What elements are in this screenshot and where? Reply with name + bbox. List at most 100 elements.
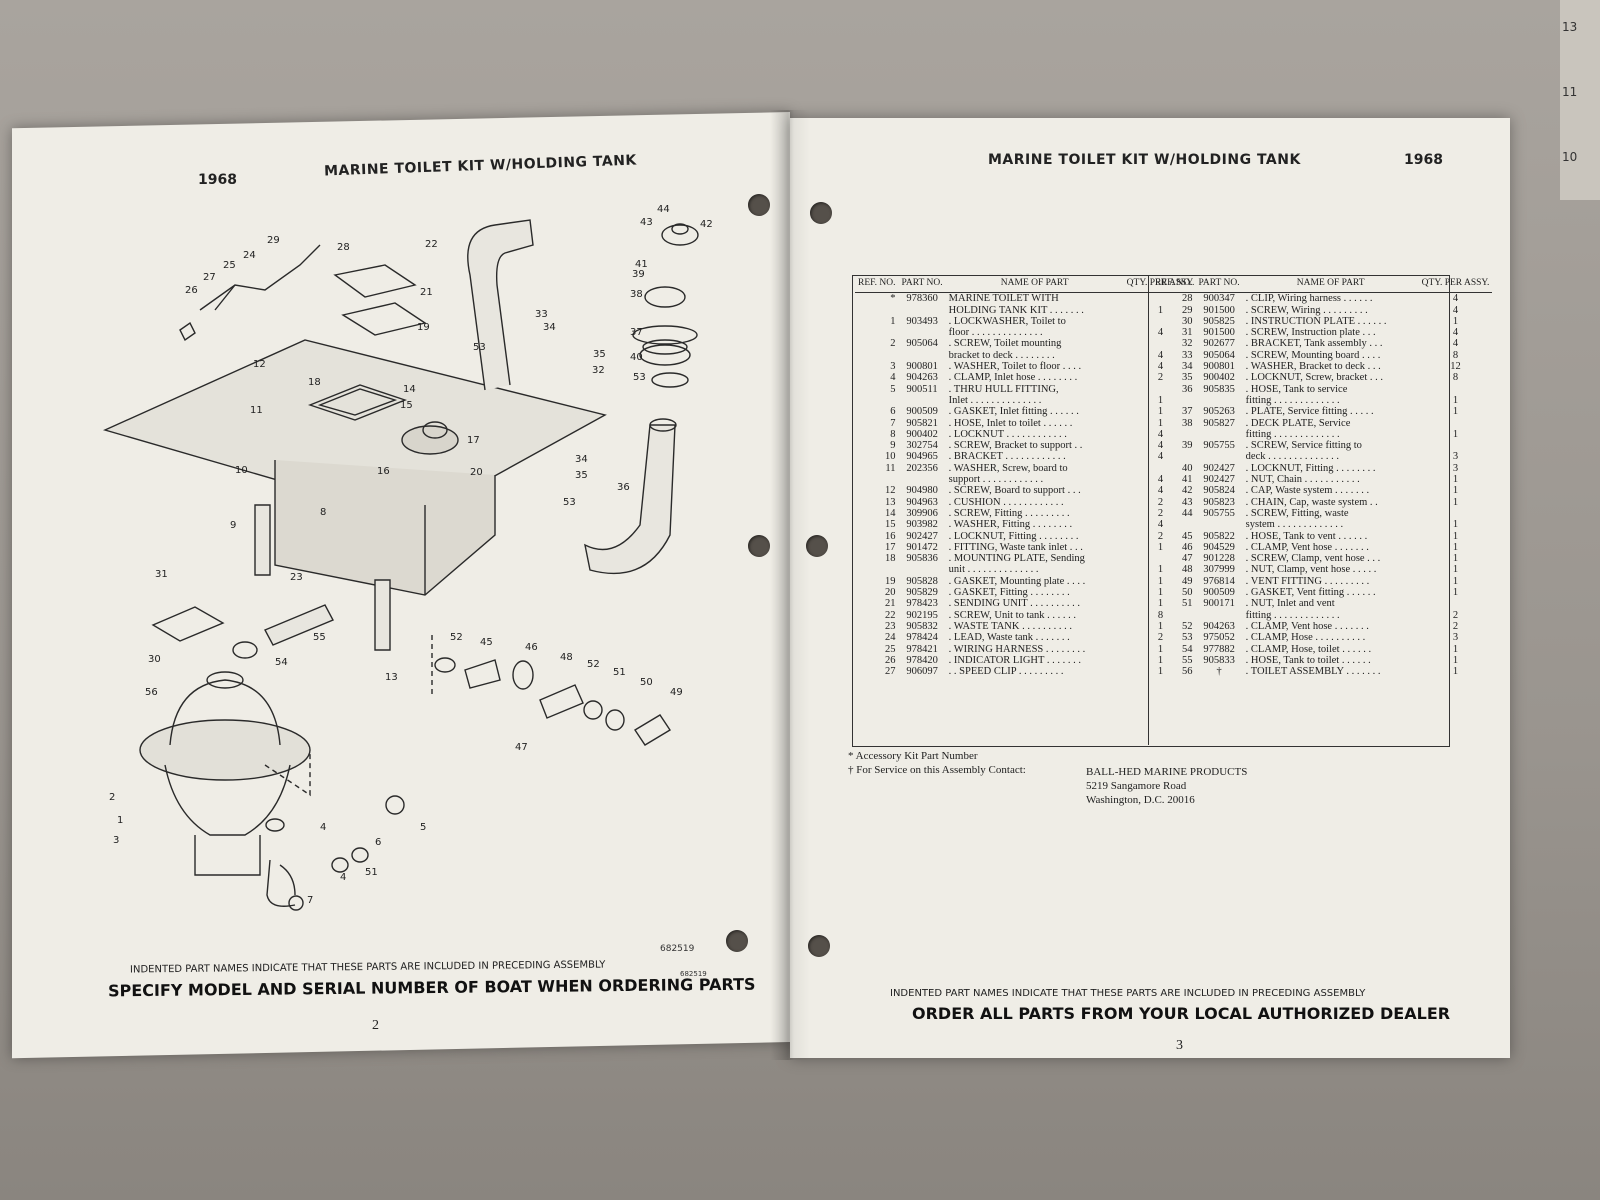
callout: 29 xyxy=(267,235,280,246)
wiring-harness xyxy=(199,244,321,311)
qty-cell: 2 xyxy=(1452,620,1459,632)
left-page-number: 2 xyxy=(372,1018,379,1033)
callout: 8 xyxy=(320,507,326,518)
part-name-cell: unit . . . . . . . . . . . . . . xyxy=(948,564,1039,576)
callout: 7 xyxy=(307,895,313,906)
part-name-cell: . SENDING UNIT . . . . . . . . . . xyxy=(948,598,1080,610)
callout: 25 xyxy=(223,260,236,271)
callout: 34 xyxy=(543,322,556,333)
ref-cell: 50 xyxy=(1182,587,1193,599)
callout: 51 xyxy=(365,867,378,878)
part-no-cell xyxy=(1196,519,1243,530)
part-no-cell: 901472 xyxy=(906,541,938,553)
qty-cell: 12 xyxy=(1450,361,1461,373)
qty-cell: 1 xyxy=(1452,553,1459,565)
header-qty: QTY. PER ASSY. xyxy=(1418,278,1493,294)
part-name-cell: . WASHER, Bracket to deck . . . xyxy=(1245,361,1381,373)
qty-cell: 1 xyxy=(1452,575,1459,587)
qty-cell: 4 xyxy=(1157,327,1164,339)
ref-cell xyxy=(855,305,899,316)
callout: 35 xyxy=(575,470,588,481)
vent-hose xyxy=(464,659,501,689)
figure-code: 682519 xyxy=(680,970,707,978)
part-no-cell xyxy=(1196,395,1243,406)
callout: 2 xyxy=(109,792,115,803)
part-no-cell: 905755 xyxy=(1203,507,1235,519)
part-no-cell: 905064 xyxy=(1203,349,1235,361)
right-year: 1968 xyxy=(1404,152,1443,168)
part-no-cell: 901228 xyxy=(1203,553,1235,565)
part-no-cell: 905263 xyxy=(1203,406,1235,418)
qty-cell: 3 xyxy=(1452,632,1459,644)
ref-cell: 56 xyxy=(1182,666,1193,678)
table-row: HOLDING TANK KIT . . . . . . .1 xyxy=(855,305,1197,316)
ref-cell: 55 xyxy=(1182,654,1193,666)
callout: 36 xyxy=(617,482,630,493)
callout: 35 xyxy=(593,349,606,360)
table-row: support . . . . . . . . . . . .4 xyxy=(855,474,1197,485)
ref-cell: 28 xyxy=(1182,293,1193,305)
tank-vent-hose xyxy=(467,219,534,391)
part-name-cell: floor . . . . . . . . . . . . . . xyxy=(948,327,1043,339)
part-name-cell: . SCREW, Instruction plate . . . xyxy=(1245,327,1376,339)
binder-hole xyxy=(806,535,828,557)
part-name-cell: fitting . . . . . . . . . . . . . xyxy=(1245,609,1340,621)
right-page-number: 3 xyxy=(1176,1038,1183,1053)
qty-cell: 1 xyxy=(1157,417,1164,429)
ref-cell: 52 xyxy=(1182,620,1193,632)
ref-cell: 48 xyxy=(1182,564,1193,576)
ref-cell: 49 xyxy=(1182,575,1193,587)
qty-cell: 1 xyxy=(1157,394,1164,406)
table-row: fitting . . . . . . . . . . . . .1 xyxy=(1152,395,1492,406)
callout: 4 xyxy=(320,822,326,833)
ref-cell: 31 xyxy=(1182,327,1193,339)
ref-cell: 54 xyxy=(1182,643,1193,655)
qty-cell: 4 xyxy=(1157,361,1164,373)
qty-cell: 1 xyxy=(1157,564,1164,576)
part-name-cell: . DECK PLATE, Service xyxy=(1245,417,1351,429)
part-name-cell: MARINE TOILET WITH xyxy=(948,293,1059,305)
part-no-cell: 900509 xyxy=(1203,587,1235,599)
binder-hole xyxy=(748,194,770,216)
part-name-cell: . CLAMP, Vent hose . . . . . . . xyxy=(1245,620,1369,632)
part-no-cell: 905823 xyxy=(1203,496,1235,508)
figure-code: 682519 xyxy=(660,944,695,954)
qty-cell: 1 xyxy=(1157,575,1164,587)
part-name-cell: . LOCKNUT . . . . . . . . . . . . xyxy=(948,428,1067,440)
part-no-cell: 307999 xyxy=(1203,564,1235,576)
part-name-cell: . NUT, Clamp, vent hose . . . . . xyxy=(1245,564,1377,576)
qty-cell: 4 xyxy=(1157,474,1164,486)
part-no-cell: 906097 xyxy=(906,666,938,678)
footnote-service: † For Service on this Assembly Contact: xyxy=(848,764,1026,776)
part-name-cell: . SCREW, Unit to tank . . . . . . xyxy=(948,609,1077,621)
ref-cell: 53 xyxy=(1182,632,1193,644)
ref-cell xyxy=(855,350,899,361)
table-row: 56†. TOILET ASSEMBLY . . . . . . .1 xyxy=(1152,666,1492,677)
qty-cell: 4 xyxy=(1157,451,1164,463)
part-no-cell: 905835 xyxy=(1203,383,1235,395)
binder-hole xyxy=(808,935,830,957)
qty-cell xyxy=(1419,418,1493,429)
part-name-cell: . CLAMP, Inlet hose . . . . . . . . xyxy=(948,372,1078,384)
part-name-cell: . BRACKET, Tank assembly . . . xyxy=(1245,338,1383,350)
qty-cell: 4 xyxy=(1452,293,1459,305)
qty-cell: 4 xyxy=(1157,349,1164,361)
callout: 53 xyxy=(633,372,646,383)
part-no-cell: 904263 xyxy=(906,372,938,384)
part-name-cell: . VENT FITTING . . . . . . . . . xyxy=(1245,575,1370,587)
ref-cell: 51 xyxy=(1182,598,1193,610)
part-name-cell: . NUT, Chain . . . . . . . . . . . xyxy=(1245,474,1360,486)
table-row: deck . . . . . . . . . . . . . .3 xyxy=(1152,451,1492,462)
part-name-cell: . WASTE TANK . . . . . . . . . . xyxy=(948,620,1072,632)
ref-cell: 37 xyxy=(1182,406,1193,418)
